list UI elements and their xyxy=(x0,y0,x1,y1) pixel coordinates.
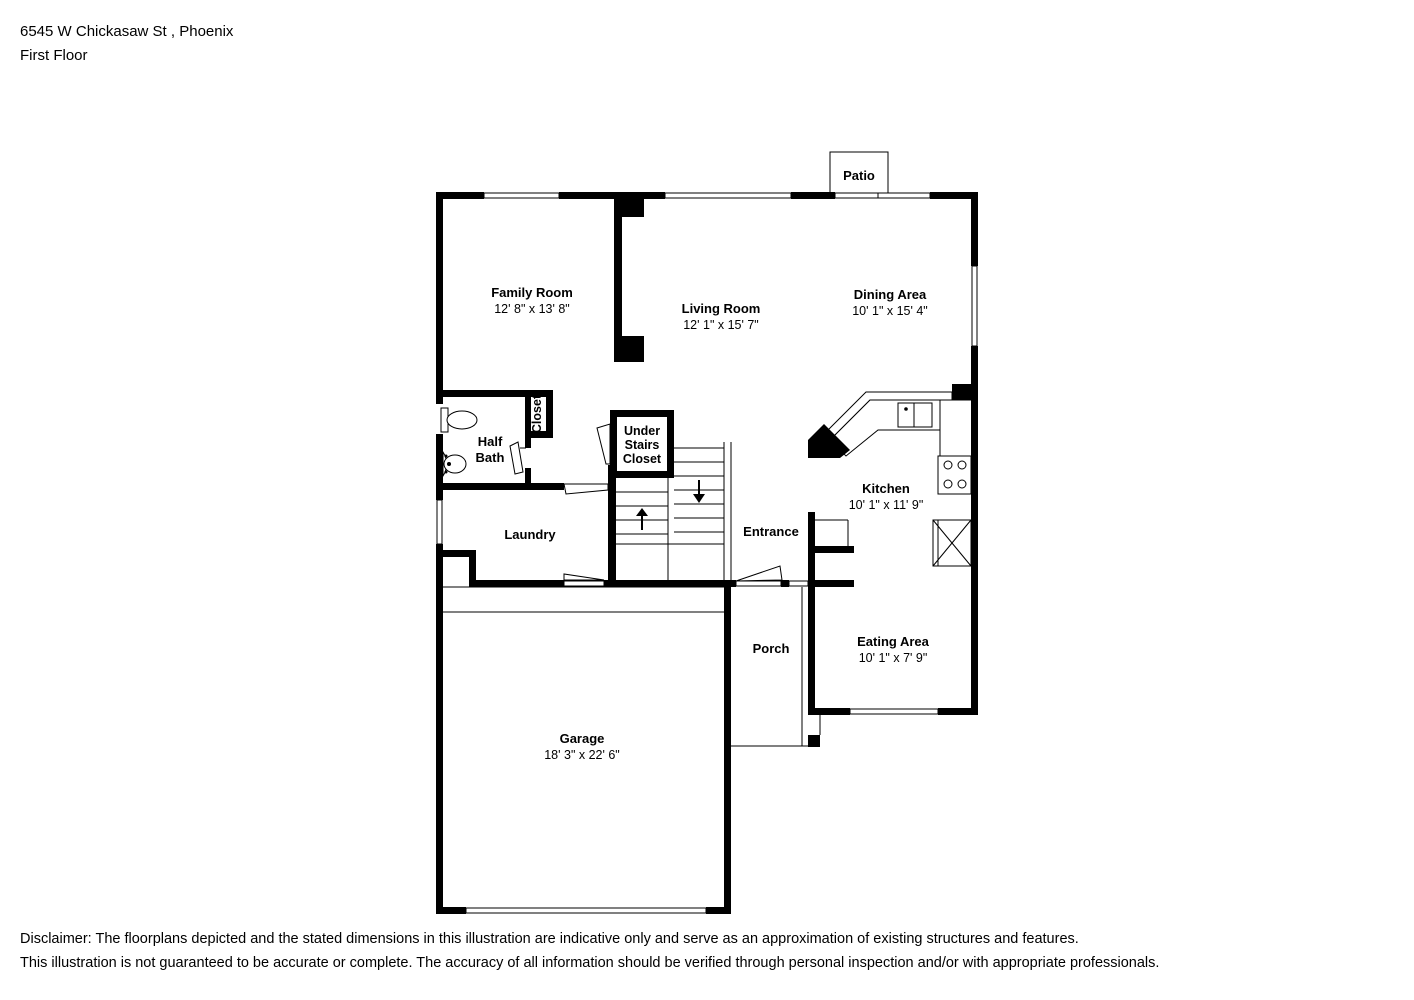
kitchen-name: Kitchen xyxy=(862,481,910,496)
garage-name: Garage xyxy=(560,731,605,746)
living-room-dims: 12' 1" x 15' 7" xyxy=(683,318,759,332)
kitchen-sink-icon xyxy=(897,402,933,428)
sink-icon xyxy=(442,450,467,478)
closet-label: Closet xyxy=(530,394,544,433)
up-arrow-icon xyxy=(636,508,648,530)
room-closet: Closet xyxy=(530,394,544,433)
garage-lines xyxy=(443,586,821,747)
family-room-dims: 12' 8" x 13' 8" xyxy=(494,302,570,316)
room-dining-area: Dining Area 10' 1" x 15' 4" xyxy=(852,287,928,318)
eating-area-dims: 10' 1" x 7' 9" xyxy=(859,651,928,665)
room-entrance: Entrance xyxy=(743,524,799,539)
windows xyxy=(436,192,978,914)
fridge-icon xyxy=(932,519,972,567)
room-half-bath: Half Bath xyxy=(476,434,505,465)
room-kitchen: Kitchen 10' 1" x 11' 9" xyxy=(849,481,924,512)
room-under-stairs-closet: Under Stairs Closet xyxy=(623,424,662,466)
room-eating-area: Eating Area 10' 1" x 7' 9" xyxy=(857,634,930,665)
disclaimer-line-2: This illustration is not guaranteed to b… xyxy=(20,955,1160,971)
eating-area-name: Eating Area xyxy=(857,634,930,649)
porch-name: Porch xyxy=(753,641,790,656)
dining-area-name: Dining Area xyxy=(854,287,927,302)
walls xyxy=(436,192,978,914)
room-porch: Porch xyxy=(753,641,790,656)
address-title: 6545 W Chickasaw St , Phoenix xyxy=(20,23,234,40)
living-room-name: Living Room xyxy=(682,301,761,316)
patio: Patio xyxy=(829,151,889,195)
kitchen-dims: 10' 1" x 11' 9" xyxy=(849,498,924,512)
under-stairs-line1: Under xyxy=(624,424,660,438)
kitchen-cabinet xyxy=(815,519,849,546)
half-bath-line1: Half xyxy=(478,434,503,449)
floor-subtitle: First Floor xyxy=(20,47,88,64)
down-arrow-icon xyxy=(693,480,705,503)
stairs xyxy=(616,442,732,580)
dining-area-dims: 10' 1" x 15' 4" xyxy=(852,304,928,318)
entrance-name: Entrance xyxy=(743,524,799,539)
room-living-room: Living Room 12' 1" x 15' 7" xyxy=(682,301,761,332)
family-room-name: Family Room xyxy=(491,285,573,300)
garage-dims: 18' 3" x 22' 6" xyxy=(544,748,620,762)
disclaimer-line-1: Disclaimer: The floorplans depicted and … xyxy=(20,931,1079,947)
toilet-icon xyxy=(440,407,478,433)
stove-icon xyxy=(937,455,972,495)
room-garage: Garage 18' 3" x 22' 6" xyxy=(544,731,620,762)
laundry-name: Laundry xyxy=(504,527,556,542)
under-stairs-line2: Stairs xyxy=(625,438,660,452)
room-family-room: Family Room 12' 8" x 13' 8" xyxy=(491,285,573,316)
room-laundry: Laundry xyxy=(504,527,556,542)
patio-label: Patio xyxy=(843,168,875,183)
doors xyxy=(509,423,809,587)
half-bath-line2: Bath xyxy=(476,450,505,465)
under-stairs-line3: Closet xyxy=(623,452,662,466)
